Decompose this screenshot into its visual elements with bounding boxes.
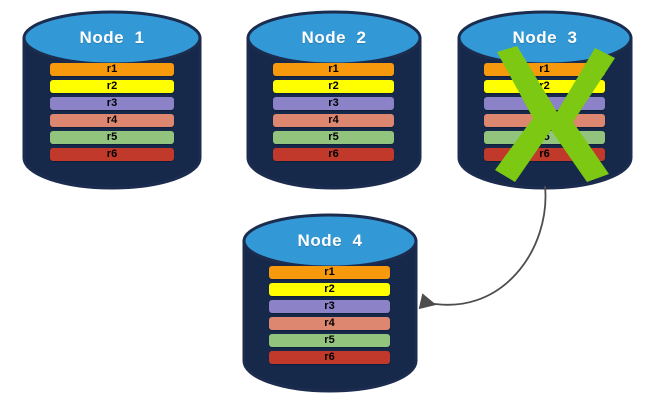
record-bar-r4[interactable]: r4	[273, 114, 394, 127]
record-bar-r3[interactable]: r3	[273, 97, 394, 110]
record-bar-r3[interactable]: r3	[50, 97, 174, 110]
record-bar-r2[interactable]: r2	[269, 283, 390, 296]
record-bar-r6[interactable]: r6	[50, 148, 174, 161]
record-bar-r6[interactable]: r6	[269, 351, 390, 364]
record-bar-r6[interactable]: r6	[273, 148, 394, 161]
record-bar-r2[interactable]: r2	[50, 80, 174, 93]
record-bar-r5[interactable]: r5	[50, 131, 174, 144]
record-bar-r1[interactable]: r1	[50, 63, 174, 76]
record-bar-r2[interactable]: r2	[273, 80, 394, 93]
record-bar-r1[interactable]: r1	[273, 63, 394, 76]
record-bar-r5[interactable]: r5	[269, 334, 390, 347]
record-bar-r1[interactable]: r1	[269, 266, 390, 279]
record-bar-r5[interactable]: r5	[273, 131, 394, 144]
replication-arrow-path	[418, 185, 547, 310]
record-bar-r3[interactable]: r3	[269, 300, 390, 313]
record-bar-r4[interactable]: r4	[269, 317, 390, 330]
record-bar-r4[interactable]: r4	[50, 114, 174, 127]
